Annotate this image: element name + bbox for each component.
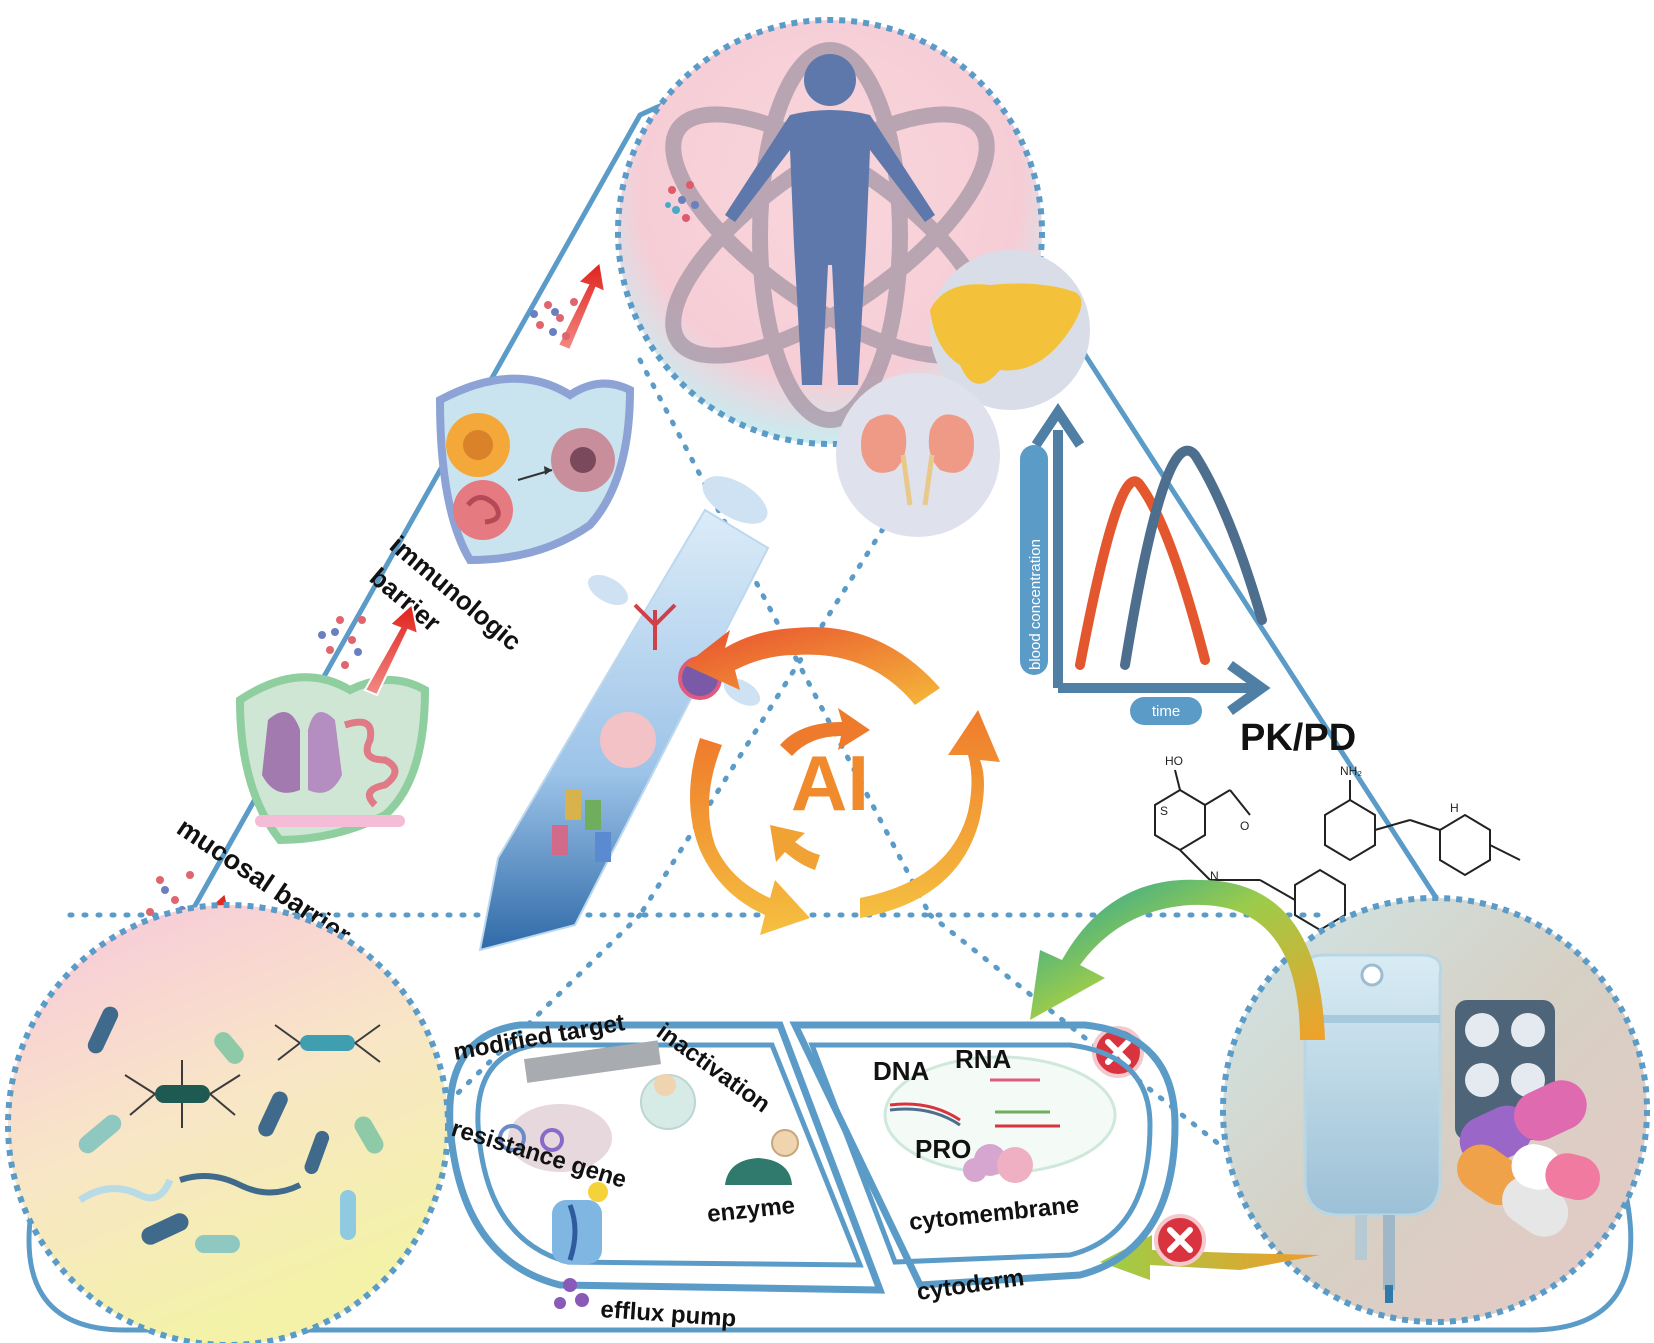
- cell-wall-left: [446, 1021, 886, 1294]
- bacteria-icons: [78, 1006, 384, 1253]
- human-silhouette-icon: [725, 54, 935, 385]
- drug-circle: [1220, 895, 1650, 1325]
- immunoglobulin-icon: [552, 790, 611, 862]
- iv-bag-icon: [1302, 953, 1443, 1303]
- cell-membrane-left: [475, 1042, 864, 1268]
- antibody-icon: [633, 603, 677, 650]
- rna-label: RNA: [955, 1044, 1012, 1074]
- enzyme-icon: [725, 1158, 792, 1185]
- intestine-icon: [343, 718, 399, 808]
- kidney-circle: [836, 373, 1000, 537]
- drug-to-cell-arrow: [1030, 879, 1325, 1040]
- liver-icon: [930, 283, 1082, 384]
- immunologic-shield: [435, 374, 635, 565]
- atom-ho: HO: [1165, 754, 1183, 768]
- red-arrow-1: [556, 260, 607, 352]
- dna-label: DNA: [873, 1056, 930, 1086]
- ai-arrow-left: [690, 738, 810, 935]
- particle-cluster-top: [665, 181, 699, 222]
- capsule-orange-icon: [1457, 1144, 1569, 1237]
- time-label: time: [1152, 703, 1180, 720]
- pk-pd-chart: blood concentration time PK/PD: [1020, 402, 1356, 759]
- efflux-pump-icon: [552, 1182, 608, 1264]
- curve-drug-a: [1075, 476, 1210, 670]
- cell-membrane-right: [808, 1042, 1153, 1265]
- bacterial-cell: [446, 1021, 1179, 1309]
- time-pill: [1130, 697, 1202, 725]
- red-arrow-2: [363, 602, 420, 697]
- kidney-icon: [861, 414, 974, 473]
- dna-rna-strands: [889, 1078, 1060, 1128]
- pk-pd-label: PK/PD: [1240, 717, 1356, 759]
- cell-wall-right: [789, 1021, 1179, 1289]
- bacteria-circle: [5, 902, 451, 1343]
- capsule-pink-icon: [1511, 1144, 1600, 1201]
- atom-nh2: NH₂: [1340, 764, 1362, 778]
- liver-circle: [930, 250, 1090, 410]
- lungs-icon: [262, 712, 342, 793]
- pro-label: PRO: [915, 1134, 971, 1164]
- bcell-icon: [600, 712, 656, 768]
- particle-clouds: [146, 298, 578, 934]
- ai-arrow-top: [685, 627, 940, 705]
- molecule-structure: [1154, 769, 1521, 932]
- ai-arrow-right: [860, 710, 1000, 918]
- blood-concentration-label: blood concentration: [1027, 539, 1044, 670]
- atom-h: H: [1450, 801, 1459, 815]
- ai-label: AI: [791, 739, 869, 827]
- atom-n: N: [1210, 869, 1219, 883]
- blood-concentration-pill: [1020, 445, 1048, 675]
- protein-icon: [963, 1144, 1033, 1183]
- dendritic-cell-icon: [551, 428, 615, 492]
- mucosa-layer: [255, 815, 405, 827]
- drug-to-cytoderm-arrow: [1100, 1235, 1320, 1280]
- curve-drug-b: [1120, 445, 1267, 670]
- atom-o: O: [1240, 819, 1249, 833]
- ai-cycle: AI: [685, 627, 1000, 935]
- mucosal-shield: [235, 673, 430, 845]
- efflux-particles: [554, 1278, 589, 1309]
- atom-s: S: [1160, 804, 1168, 818]
- block-icon-bottom: [1154, 1214, 1206, 1266]
- macrophage-icon: [446, 413, 510, 477]
- modified-target-bar: [523, 1040, 661, 1083]
- neutrophil-icon: [453, 480, 513, 540]
